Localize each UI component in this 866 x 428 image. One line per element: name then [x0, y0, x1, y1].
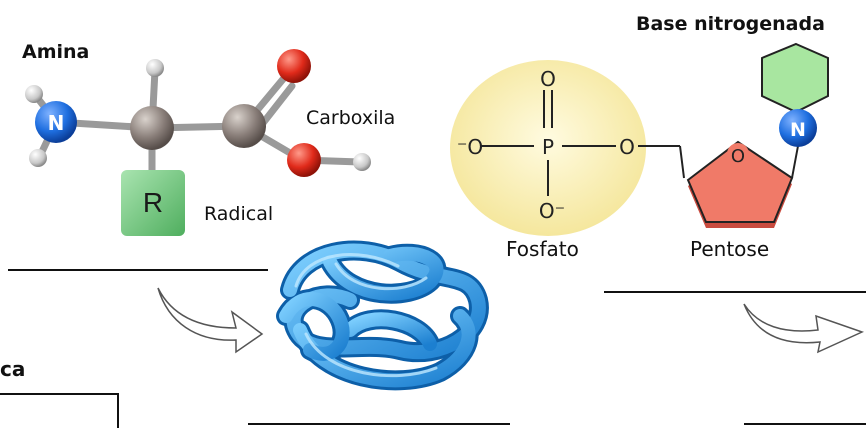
ring-oxygen-symbol: O — [731, 146, 745, 167]
base-nitrogen-atom — [779, 109, 817, 147]
hydrogen-atom — [29, 149, 47, 167]
arrow-right-icon — [157, 287, 264, 354]
phosphate-oxygen-bottom: O⁻ — [539, 199, 565, 223]
oxygen-atom — [277, 49, 311, 83]
phosphorus-symbol: P — [542, 135, 554, 159]
alpha-carbon-atom — [130, 106, 174, 150]
oxygen-atom — [287, 143, 321, 177]
ring-oxygen-bg — [727, 143, 749, 165]
base-nitrogen-symbol: N — [790, 119, 806, 141]
base-bond — [791, 145, 799, 179]
base-label: Base nitrogenada — [636, 13, 825, 35]
radical-label: Radical — [204, 203, 273, 225]
amine-label: Amina — [22, 41, 89, 63]
hydrogen-atom — [146, 59, 164, 77]
phosphate-group — [450, 60, 646, 236]
nitrogen-atom — [35, 101, 77, 143]
protein-structure-image — [276, 240, 489, 391]
radical-block — [121, 170, 185, 236]
amino-acid-model: R N — [25, 49, 371, 236]
partial-heading-text: ca — [0, 357, 25, 381]
phosphate-oxygen-top: O — [540, 67, 556, 91]
carboxyl-carbon-atom — [222, 104, 266, 148]
answer-box[interactable] — [0, 393, 119, 428]
nitrogen-symbol: N — [48, 111, 65, 135]
phosphate-oxygen-right: O — [619, 135, 635, 159]
radical-symbol: R — [143, 187, 163, 218]
phosphate-label: Fosfato — [506, 237, 579, 261]
carboxyl-label: Carboxila — [306, 107, 395, 129]
phosphate-bonds — [480, 90, 685, 196]
arrow-right-icon — [743, 303, 865, 354]
nucleotide-model: O P ⁻O O O⁻ O N — [450, 42, 829, 236]
hydrogen-atom — [353, 153, 371, 171]
pentose-label: Pentose — [690, 237, 769, 261]
phosphate-oxygen-left: ⁻O — [457, 135, 483, 159]
nitrogenous-base-ring — [761, 42, 829, 114]
hydrogen-atom — [25, 85, 43, 103]
